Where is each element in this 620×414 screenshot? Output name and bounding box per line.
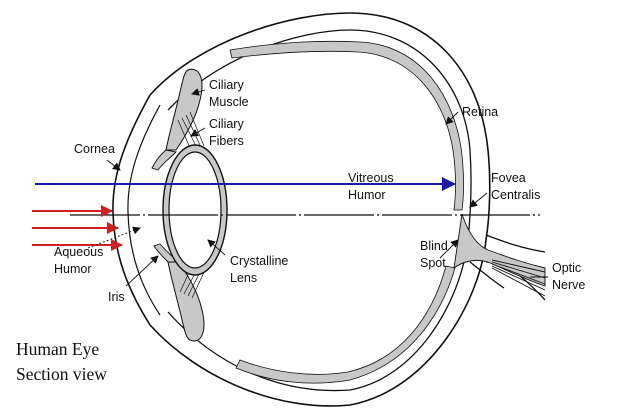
leader-retina (445, 111, 459, 125)
label-optic-nerve: Optic Nerve (552, 261, 585, 292)
choroid-outline (167, 29, 472, 392)
label-ciliary-fibers: Ciliary Fibers (209, 117, 247, 148)
leader-ciliary-fibers (190, 127, 206, 137)
caption: Human Eye Section view (16, 339, 107, 384)
label-cornea: Cornea (74, 142, 115, 156)
cornea-outer (112, 94, 151, 326)
leader-fovea (469, 192, 488, 208)
label-iris: Iris (108, 290, 125, 304)
crystalline-lens-inner (168, 151, 222, 269)
label-crystalline-lens: Crystalline Lens (230, 254, 292, 285)
retina-band-lower (235, 265, 456, 384)
leader-cornea (106, 159, 121, 171)
label-vitreous-humor: Vitreous Humor (348, 171, 397, 202)
iris-top (151, 149, 177, 171)
label-aqueous-humor: Aqueous Humor (54, 245, 107, 276)
label-ciliary-muscle: Ciliary Muscle (209, 78, 249, 109)
leader-lens (207, 239, 226, 256)
leader-iris (125, 255, 159, 287)
leader-blind-spot (439, 239, 459, 259)
label-fovea-centralis: Fovea Centralis (491, 171, 540, 202)
cornea-inner (127, 104, 161, 316)
sclera-outline (149, 12, 491, 407)
label-blind-spot: Blind Spot (420, 239, 451, 270)
optic-nerve-core (453, 213, 546, 287)
leader-aqueous (87, 226, 141, 249)
retina-band (229, 40, 464, 211)
label-retina: Retina (462, 105, 498, 119)
leader-ciliary-muscle (191, 88, 206, 96)
optic-nerve-fibers (491, 259, 546, 297)
